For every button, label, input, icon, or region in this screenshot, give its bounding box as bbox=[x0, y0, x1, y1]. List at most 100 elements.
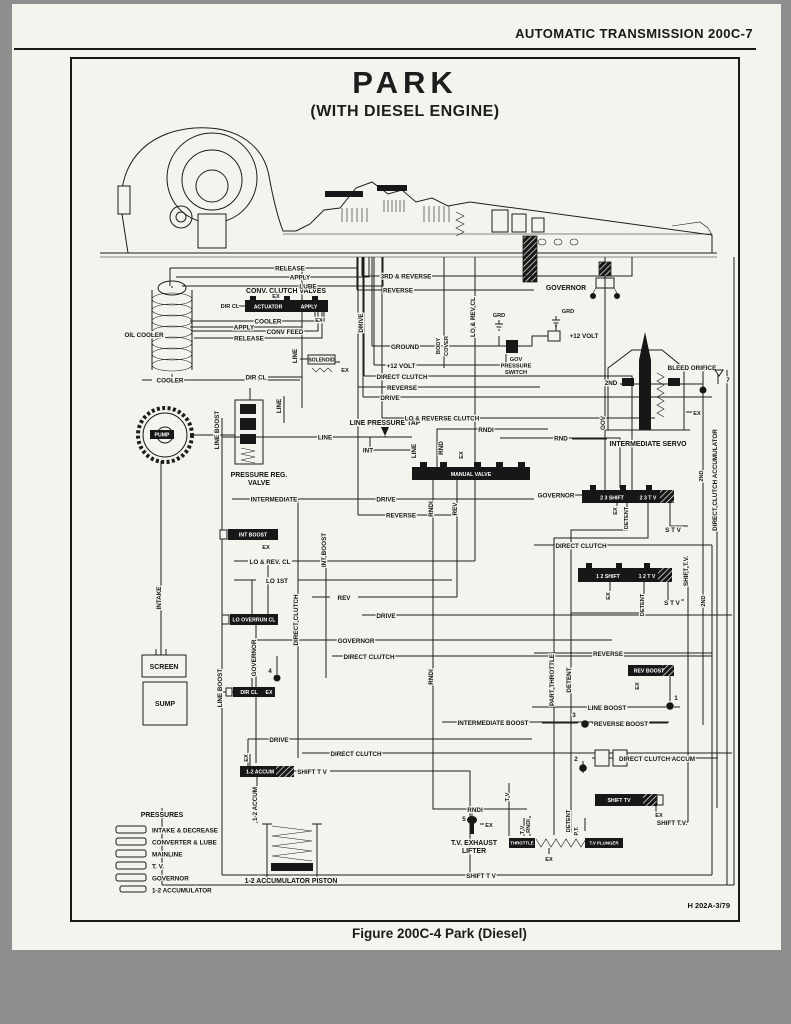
oil-cooler: OIL COOLER bbox=[123, 280, 193, 372]
twelve-volt-right-label: +12 VOLT bbox=[570, 333, 599, 340]
legend-title: PRESSURES bbox=[141, 812, 184, 819]
tv-1-2-label: 1 2 T V bbox=[639, 574, 656, 580]
ex-rev-boost: EX bbox=[635, 682, 641, 690]
ex-throttle: EX bbox=[545, 857, 553, 863]
rndi-label-top: RNDI bbox=[478, 427, 494, 434]
screen-sump: SCREEN SUMP bbox=[141, 654, 188, 726]
rev-boost-valve: REV BOOST 1 3 2 bbox=[571, 665, 679, 772]
paper-page: AUTOMATIC TRANSMISSION 200C-7 PARK (WITH… bbox=[12, 4, 781, 950]
dir-cl-valve-ex: EX bbox=[266, 690, 273, 696]
detent-vert-bus: DETENT bbox=[566, 667, 573, 692]
line-vert-mv: LINE bbox=[411, 444, 418, 458]
checkball-3-number: 3 bbox=[572, 712, 576, 719]
apply-label-2: APPLY bbox=[234, 325, 255, 332]
rnd-vert-mv: RND bbox=[438, 441, 445, 455]
pressure-regulator-valve: PRESSURE REG. VALVE bbox=[229, 399, 289, 488]
governor-23-feed-label: GOVERNOR bbox=[538, 493, 575, 500]
legend-item-3: T. V. bbox=[152, 864, 164, 871]
checkball-1-number: 1 bbox=[674, 695, 678, 702]
shift-1-2-label: 1 2 SHIFT bbox=[596, 574, 620, 580]
reverse-label-rb: REVERSE bbox=[593, 651, 623, 658]
checkball-4-number: 4 bbox=[268, 668, 272, 675]
lo-1st-label: LO 1ST bbox=[266, 578, 288, 585]
accumulator-piston: 1-2 ACCUMULATOR PISTON bbox=[243, 823, 339, 886]
figure-subtitle: (WITH DIESEL ENGINE) bbox=[310, 103, 500, 120]
servo-2nd-label: 2ND bbox=[605, 380, 618, 387]
line-boost-label-h: LINE BOOST bbox=[588, 705, 627, 712]
rndi-vert-2: RNDI bbox=[526, 819, 532, 833]
grd-left-label: GRD bbox=[493, 313, 505, 319]
legend-item-5: 1-2 ACCUMULATOR bbox=[152, 888, 212, 895]
detent-vert-12: DETENT bbox=[640, 593, 646, 616]
lo-rev-cl-vert-label: LO & REV CL bbox=[470, 297, 477, 337]
reverse-label-top: REVERSE bbox=[383, 288, 413, 295]
dca-vert-label: DIRECT CLUTCH ACCUMULATOR bbox=[712, 429, 719, 531]
drive-label-bottom: DRIVE bbox=[269, 737, 288, 744]
grd-right-label: GRD bbox=[562, 309, 574, 315]
rndi-label-bottom: RNDI bbox=[467, 807, 483, 814]
line-vert-solenoid: LINE bbox=[292, 349, 299, 363]
apply-label-1: APPLY bbox=[290, 275, 311, 282]
checkball-3 bbox=[581, 720, 589, 728]
release-label-2: RELEASE bbox=[234, 336, 264, 343]
gov-switch-line3: SWITCH bbox=[505, 370, 527, 376]
int-boost-vert: INT BOOST bbox=[321, 533, 328, 567]
bleed-orifice-label: BLEED ORIFICE bbox=[668, 365, 717, 372]
shift-2-3-label: 2 3 SHIFT bbox=[600, 495, 624, 501]
second-vert-2: 2ND bbox=[701, 595, 707, 606]
apply-valve-label: APPLY bbox=[301, 305, 318, 311]
lube-label: LUBE bbox=[299, 284, 316, 291]
shift-tv-label-right: SHIFT T.V. bbox=[657, 820, 687, 827]
stv-label-23: S T V bbox=[665, 527, 682, 534]
reverse-boost-label: REVERSE BOOST bbox=[594, 721, 648, 728]
hydraulic-lines bbox=[142, 257, 735, 886]
ex-accum-vert: EX bbox=[244, 754, 250, 762]
int-boost-label: INT BOOST bbox=[239, 533, 268, 539]
direct-clutch-label-right: DIRECT CLUTCH bbox=[555, 543, 607, 550]
pump: PUMP bbox=[136, 406, 194, 464]
third-reverse-label: 3RD & REVERSE bbox=[381, 274, 432, 281]
gov-vert-label: GOV bbox=[600, 415, 607, 430]
intermediate-boost-label: INTERMEDIATE BOOST bbox=[458, 720, 529, 727]
cover-label: COVER bbox=[444, 336, 450, 356]
second-vert-1: 2ND bbox=[699, 470, 705, 481]
shift-tv-valve-label: SHIFT TV bbox=[607, 798, 631, 804]
conv-clutch-valves-label: CONV. CLUTCH VALVES bbox=[246, 288, 326, 295]
pressure-reg-label-1: PRESSURE REG. bbox=[231, 472, 288, 479]
reverse-label-low: REVERSE bbox=[386, 513, 416, 520]
checkball-5-number: 5 bbox=[462, 816, 466, 823]
figure-title: PARK bbox=[352, 65, 458, 100]
line-vert-prv: LINE bbox=[276, 399, 283, 413]
hydraulic-schematic: OIL COOLER CONV. CLUTCH VALVES ACTUATOR … bbox=[100, 127, 735, 911]
checkball-7 bbox=[699, 386, 707, 394]
accum-1-2-label: 1-2 ACCUM bbox=[246, 770, 274, 776]
legend-item-2: MAINLINE bbox=[152, 852, 182, 859]
line-boost-vert-2: LINE BOOST bbox=[217, 669, 224, 708]
checkball-7-number: 7 bbox=[726, 377, 730, 384]
rndi-vert-mv: RNDI bbox=[428, 501, 435, 517]
solenoid-label: SOLENOID bbox=[308, 358, 335, 364]
checkball-2 bbox=[579, 764, 587, 772]
twelve-volt-left-label: +12 VOLT bbox=[387, 363, 416, 370]
shift-valve-2-3: 2 3 SHIFT 2 3 T V bbox=[582, 485, 674, 503]
governor-drive-hatch bbox=[522, 235, 538, 283]
rev-vert-mv: REV bbox=[452, 502, 459, 516]
tv-plunger-label: T.V PLUNGER bbox=[589, 841, 619, 846]
sump-label: SUMP bbox=[155, 701, 175, 708]
accumulator-piston-label: 1-2 ACCUMULATOR PISTON bbox=[245, 878, 338, 885]
legend-item-1: CONVERTER & LUBE bbox=[152, 840, 217, 847]
shift-valve-1-2: 1 2 SHIFT 1 2 T V bbox=[578, 563, 672, 582]
ex-vert-12: EX bbox=[606, 592, 612, 600]
solenoid: SOLENOID bbox=[307, 354, 336, 365]
tv-exhaust-lifter: 5 EX T.V. EXHAUST LIFTER bbox=[450, 815, 499, 856]
ex-vert-23: EX bbox=[613, 507, 619, 515]
governor-vert-label: GOVERNOR bbox=[251, 639, 258, 676]
direct-clutch-label-top: DIRECT CLUTCH bbox=[376, 374, 428, 381]
checkball-2-number: 2 bbox=[574, 756, 578, 763]
intake-vert-label: INTAKE bbox=[156, 587, 163, 610]
stv-label-12: S T V bbox=[664, 600, 681, 607]
conv-feed-label: CONV FEED bbox=[267, 329, 304, 336]
converter-clutch-valves: CONV. CLUTCH VALVES ACTUATOR APPLY bbox=[245, 287, 328, 312]
lo-overrun-valve: LO OVERRUN CL bbox=[221, 614, 278, 625]
